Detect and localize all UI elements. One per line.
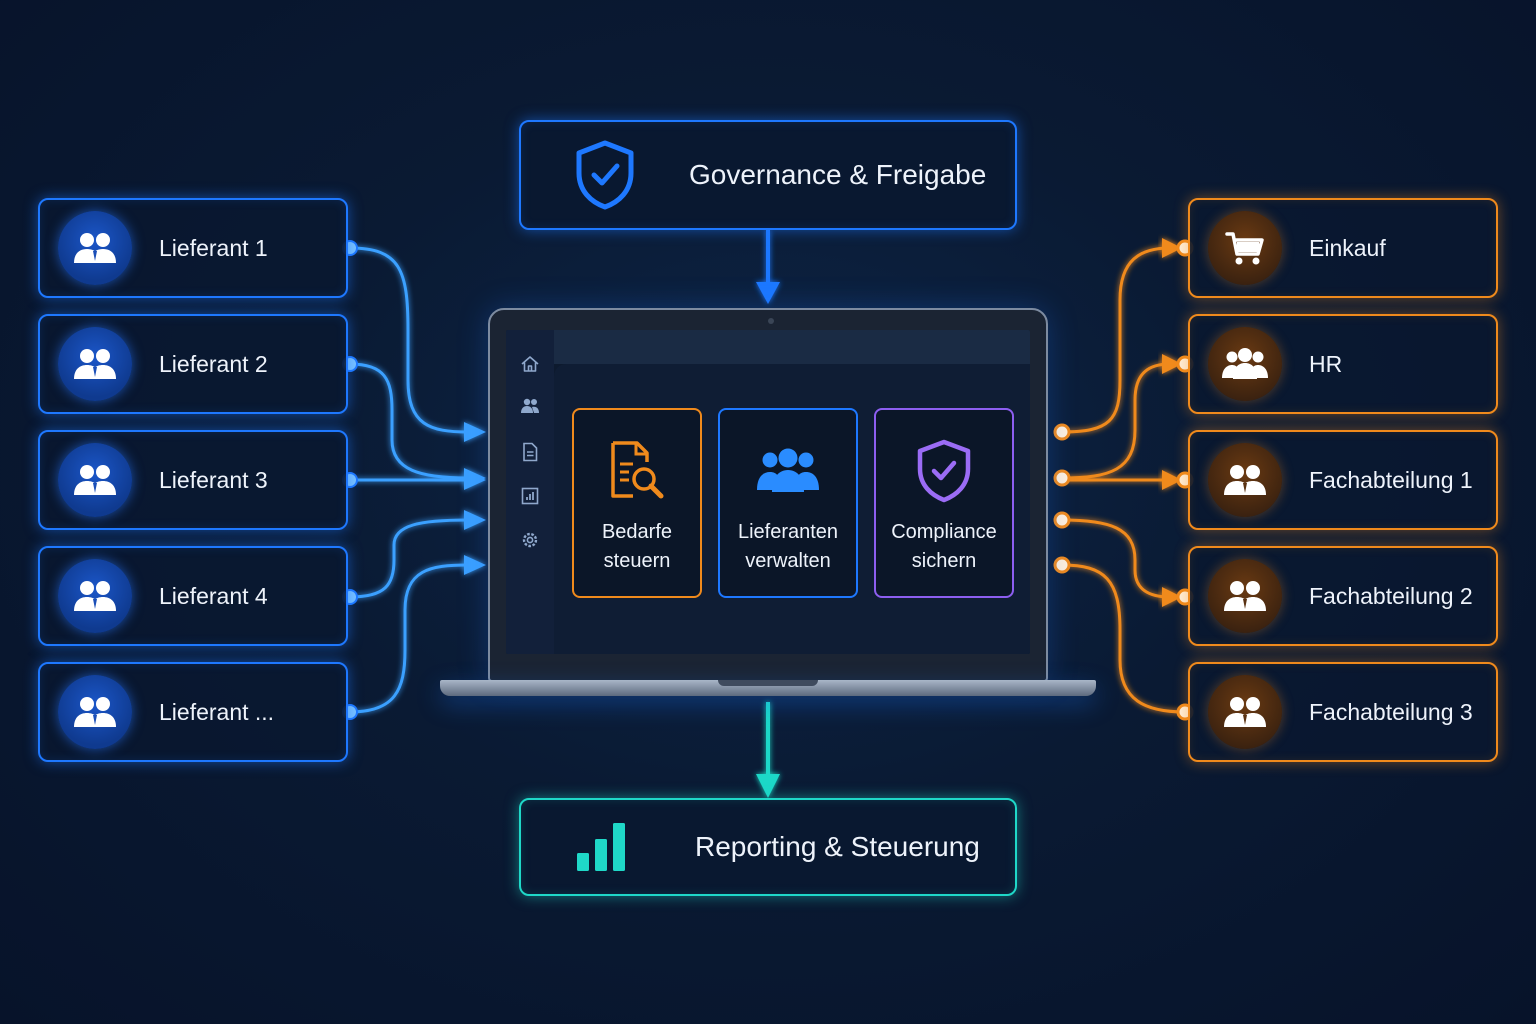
supplier-line-2	[349, 362, 469, 480]
laptop-screen: Bedarfe steuern Lieferanten verwalten	[506, 330, 1030, 654]
card-title-line2: sichern	[911, 550, 977, 572]
card-title-line1: Bedarfe	[601, 521, 673, 543]
card-title-line2: steuern	[603, 550, 671, 572]
supplier-label: Lieferant ...	[159, 698, 275, 725]
governance-label: Governance & Freigabe	[689, 159, 987, 190]
team-icon	[1208, 327, 1282, 401]
card-lieferanten[interactable]: Lieferanten verwalten	[718, 408, 858, 598]
supplier-arrow-3	[464, 470, 486, 490]
users-icon	[58, 211, 132, 285]
supplier-label: Lieferant 4	[159, 582, 268, 609]
users-icon	[1208, 559, 1282, 633]
supplier-arrow-5	[464, 555, 486, 575]
laptop-out-dot-1	[1053, 423, 1071, 441]
cart-icon	[1208, 211, 1282, 285]
laptop-camera	[768, 318, 774, 324]
department-label: Einkauf	[1309, 234, 1386, 261]
department-node-2: HR	[1188, 314, 1498, 414]
home-icon[interactable]	[518, 352, 542, 376]
users-icon	[1208, 443, 1282, 517]
reporting-box: Reporting & Steuerung	[519, 798, 1017, 896]
department-label: Fachabteilung 2	[1309, 582, 1473, 609]
department-arrow-4	[1162, 587, 1182, 607]
reporting-label: Reporting & Steuerung	[695, 831, 980, 862]
supplier-label: Lieferant 3	[159, 466, 268, 493]
supplier-arrow-1	[464, 422, 486, 442]
bar-chart-icon	[575, 821, 629, 873]
card-title-line1: Lieferanten	[737, 521, 839, 543]
supplier-node-2: Lieferant 2	[38, 314, 348, 414]
supplier-node-1: Lieferant 1	[38, 198, 348, 298]
department-node-5: Fachabteilung 3	[1188, 662, 1498, 762]
laptop-notch	[718, 680, 818, 686]
document-search-icon	[609, 436, 665, 506]
department-label: Fachabteilung 1	[1309, 466, 1473, 493]
app-sidebar	[506, 330, 554, 654]
supplier-label: Lieferant 2	[159, 350, 268, 377]
gear-icon[interactable]	[518, 528, 542, 552]
laptop-base	[440, 680, 1096, 696]
governance-arrow	[756, 282, 780, 304]
shield-check-icon	[573, 139, 637, 211]
shield-check-icon	[916, 436, 972, 506]
department-arrow-1	[1162, 238, 1182, 258]
laptop-out-dot-4	[1053, 556, 1071, 574]
supplier-node-4: Lieferant 4	[38, 546, 348, 646]
supplier-node-5: Lieferant ...	[38, 662, 348, 762]
supplier-line-4	[349, 518, 469, 599]
reporting-arrow	[756, 774, 780, 798]
department-label: HR	[1309, 350, 1343, 377]
card-bedarfe[interactable]: Bedarfe steuern	[572, 408, 702, 598]
users-icon	[1208, 675, 1282, 749]
supplier-arrow-4	[464, 510, 486, 530]
app-topbar	[554, 330, 1030, 364]
users-icon	[58, 675, 132, 749]
users-icon	[58, 443, 132, 517]
users-icon[interactable]	[518, 394, 542, 418]
department-line-1	[1061, 246, 1171, 434]
department-label: Fachabteilung 3	[1309, 698, 1473, 725]
users-icon	[58, 327, 132, 401]
supplier-arrow-2	[464, 468, 486, 488]
team-icon	[757, 436, 819, 506]
department-arrow-2	[1162, 354, 1182, 374]
supplier-node-3: Lieferant 3	[38, 430, 348, 530]
department-node-1: Einkauf	[1188, 198, 1498, 298]
department-arrow-3	[1162, 470, 1182, 490]
card-title-line2: verwalten	[745, 550, 831, 572]
laptop: Bedarfe steuern Lieferanten verwalten	[488, 308, 1048, 682]
department-node-4: Fachabteilung 2	[1188, 546, 1498, 646]
chart-icon[interactable]	[518, 484, 542, 508]
users-icon	[58, 559, 132, 633]
department-line-2	[1061, 362, 1171, 480]
laptop-out-dot-3	[1053, 511, 1071, 529]
supplier-label: Lieferant 1	[159, 234, 268, 261]
laptop-out-dot-2	[1053, 469, 1071, 487]
supplier-line-1	[349, 246, 469, 434]
document-icon[interactable]	[518, 440, 542, 464]
card-compliance[interactable]: Compliance sichern	[874, 408, 1014, 598]
department-node-3: Fachabteilung 1	[1188, 430, 1498, 530]
department-line-4	[1061, 518, 1171, 599]
card-title-line1: Compliance	[891, 521, 997, 543]
governance-box: Governance & Freigabe	[519, 120, 1017, 230]
